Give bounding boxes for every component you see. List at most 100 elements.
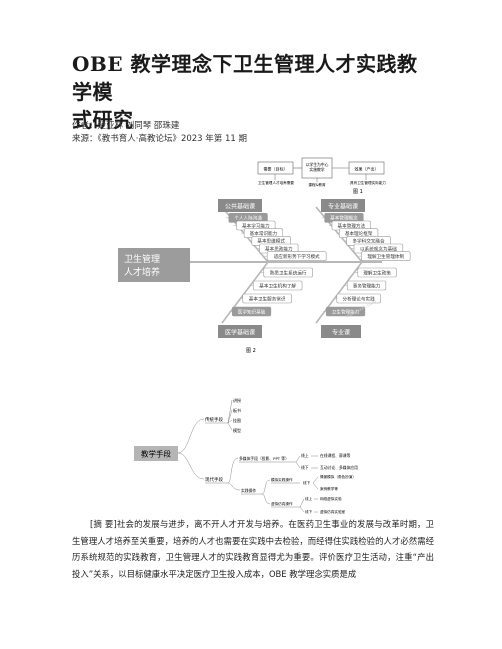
fig3-mm-online-item: 在线课程、慕课等 [320, 453, 351, 458]
figure-2: 卫生管理 人才培养 公共基础课 专业基础课 医学基础课 专业课 个人人际沟通基本… [118, 199, 411, 354]
fig3-sim-fan [312, 476, 319, 490]
fig2-item-box [231, 306, 272, 317]
fig2-item-label: 基本思政能力 [265, 245, 293, 252]
fig2-cat-bottom-left-label: 医学基础课 [225, 329, 255, 337]
figure-1: 需要（目标） 以学生为中心 实施教学 效果（产出） 卫生管理人才培养需要 课程&… [257, 157, 386, 195]
fig1-box-center-label: 以学生为中心 [306, 162, 329, 167]
fig3-vr-offline: 线下 [305, 509, 313, 514]
title-line-2: 式研究 [72, 108, 134, 132]
fig3-sim-item-1: 案例教学等 [320, 486, 338, 491]
fig2-item-label: 多学科交叉融合 [352, 238, 385, 245]
fig2-cat-top-right-label: 专业基础课 [328, 203, 358, 211]
fig2-cat-bottom-left [218, 325, 262, 338]
fig2-item-box [263, 267, 313, 278]
fig3-multimedia: 多媒体手段（投影、PPT 等） [239, 456, 289, 461]
fig2-item-box [357, 267, 397, 278]
fig2-center-line2: 人才培养 [124, 266, 160, 278]
fig2-item-label: 卫生管理能力 [332, 308, 360, 315]
document-title: OBE 教学理念下卫生管理人才实践教学模 式研究 [72, 50, 432, 134]
fig3-vr-online-item: 网络虚拟实验 [320, 496, 342, 501]
fig2-cat-top-right [321, 199, 365, 212]
fig3-trad-item-2: 挂图 [233, 417, 241, 423]
fig2-item-label: 基本管理方法 [338, 222, 366, 229]
fig3-root-label: 教学手段 [141, 449, 171, 459]
fig3-virtual: 虚拟仿真操作 [271, 501, 293, 506]
fig2-item-label: 基本卫生服务常识 [249, 295, 286, 302]
fig2-bottom-left-items: 医学知识基础 基本卫生服务常识 基本卫生机构了解 熟悉卫生系统运行 [229, 267, 313, 317]
fig3-trad-item-0: 讲授 [233, 397, 241, 403]
fig2-item-box [361, 251, 411, 261]
fig3-link-traditional [177, 418, 205, 454]
title-line-1: OBE 教学理念下卫生管理人才实践教学模 [72, 52, 418, 104]
fig1-box-center-label-2: 实施教学 [309, 167, 324, 172]
authors-line: 作者：楚亚林 刘同琴 邵珠建 [72, 121, 180, 131]
fig2-bone-bottom-left [221, 261, 269, 324]
fig2-item-label: 分析理论与实践 [343, 295, 376, 302]
fig1-sub-center: 课程&教育 [308, 182, 326, 187]
fig3-traditional: 传统手段 [205, 416, 223, 423]
fig3-link-modern [177, 452, 205, 480]
fig3-mm-offline-item: 互动讨论、多媒体应用 [320, 465, 358, 470]
fig3-practice: 实践操作 [241, 488, 256, 493]
fig2-cat-top-left [218, 199, 262, 212]
fig3-vr-fan [299, 498, 305, 513]
fig1-box-result-label: 效果（产出） [355, 166, 379, 172]
source-line: 来源：《教书育人·高教论坛》2023 年第 11 期 [72, 134, 248, 144]
fig2-item-label: 医学知识基础 [238, 308, 266, 315]
fig3-link-vr [261, 493, 271, 505]
fig2-item-label: 理解卫生管理体制 [367, 253, 404, 260]
fig2-caption: 图 2 [246, 348, 256, 354]
fig3-link-multimedia [227, 457, 239, 484]
fig3-traditional-fan [227, 399, 233, 431]
fig3-mm-offline: 线下 [301, 465, 309, 470]
fig2-cat-top-left-label: 公共基础课 [225, 203, 255, 211]
fig3-sim-online: 线下 [303, 480, 311, 485]
fig3-vr-online: 线上 [305, 496, 313, 501]
fig3-sim: 模拟实践操作 [271, 477, 293, 482]
fig3-sim-item-0: 情景模拟（角色扮演） [320, 474, 356, 479]
fig3-link-practice [227, 482, 241, 491]
fig2-center-line1: 卫生管理 [124, 253, 160, 265]
fig2-cat-bottom-right-label: 专业课 [332, 329, 350, 337]
fig3-modern: 现代手段 [205, 476, 223, 483]
fig2-item-label: 基本管理概念 [330, 215, 358, 222]
fig2-item-box [242, 293, 292, 304]
fig3-trad-item-3: 模型 [233, 427, 241, 433]
fig2-item-label: 基本常识能力 [250, 230, 278, 237]
abstract-paragraph: [摘 要]社会的发展与进步，离不开人才开发与培养。在医药卫生事业的发展与改革时期… [72, 519, 443, 579]
fig2-item-box [336, 293, 381, 304]
fig2-item-label: 熟悉卫生系统运行 [270, 269, 307, 276]
fig3-mm-online: 线上 [301, 453, 309, 458]
fig2-item-label: 基本卫生机构了解 [259, 282, 296, 289]
fig1-caption: 图 1 [353, 189, 363, 195]
fig1-sub-result: 具有卫生管理实际能力 [350, 180, 386, 185]
abstract: [摘 要]社会的发展与进步，离不开人才开发与培养。在医药卫生事业的发展与改革时期… [72, 516, 443, 582]
fig2-item-label: 理解卫生政策 [363, 269, 391, 276]
fig1-box-need-label: 需要（目标） [264, 166, 288, 172]
fig3-vr-offline-item: 虚拟仿真实验室 [320, 509, 346, 514]
fig2-item-box [346, 280, 387, 291]
fig2-item-label: 以系统观念为基础 [360, 245, 397, 252]
fig2-center-box [118, 248, 190, 282]
fig3-trad-item-1: 板书 [233, 407, 241, 413]
fig2-bone-bottom-right [315, 261, 363, 324]
fig2-item-label: 个人人际沟通 [234, 215, 262, 222]
fig2-item-label: 基本思维模式 [257, 238, 285, 245]
fig2-top-right-items: 基本管理概念基本管理方法基本理论框架多学科交叉融合以系统观念为基础理解卫生管理体… [321, 213, 411, 261]
fig2-item-label: 基本理论框架 [345, 230, 373, 237]
fig3-mm-fan [295, 455, 301, 469]
fig1-sub-need: 卫生管理人才培养需要 [258, 180, 294, 185]
fig2-cat-bottom-right [321, 325, 361, 338]
fig2-item-label: 适应新形势下学习模式 [274, 253, 320, 260]
fig3-link-sim [261, 479, 271, 495]
fig2-item-label: 基本学习能力 [242, 222, 270, 229]
figure-3: 教学手段 传统手段 讲授 板书 挂图 模型 现代手段 多媒体手段（投影、PPT … [134, 397, 358, 514]
fig2-item-box [266, 251, 327, 261]
fig3-root-box [134, 446, 178, 461]
fig2-item-box [252, 280, 303, 291]
fig2-item-box [325, 306, 366, 317]
